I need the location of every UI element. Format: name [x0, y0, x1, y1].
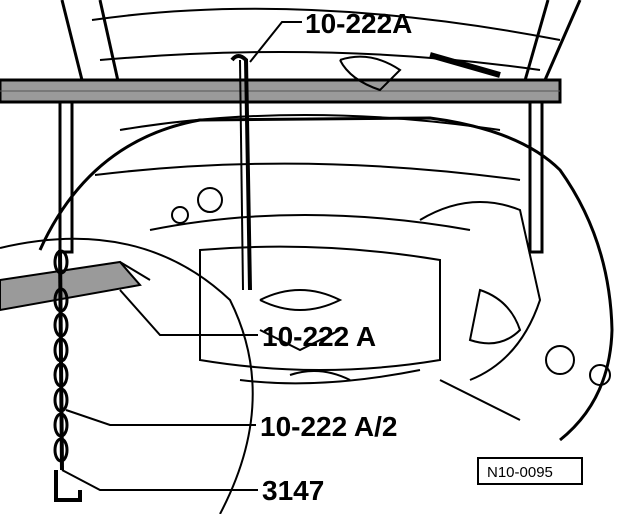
label-support-bar: 10-222A — [305, 8, 412, 39]
label-chain: 3147 — [262, 475, 324, 506]
label-hook-adapter: 10-222 A/2 — [260, 411, 398, 442]
engine-bay — [38, 52, 614, 442]
reference-code: N10-0095 — [487, 464, 553, 481]
support-bar-10-222a — [0, 78, 562, 254]
reference-code-box: N10-0095 — [477, 457, 583, 485]
chain-links — [53, 249, 69, 463]
label-support-bar-spindle: 10-222 A — [262, 321, 376, 352]
detail-callout — [0, 237, 254, 515]
spindle-rod — [230, 54, 252, 291]
raised-hood — [60, 0, 582, 99]
leader-lines — [61, 21, 302, 491]
